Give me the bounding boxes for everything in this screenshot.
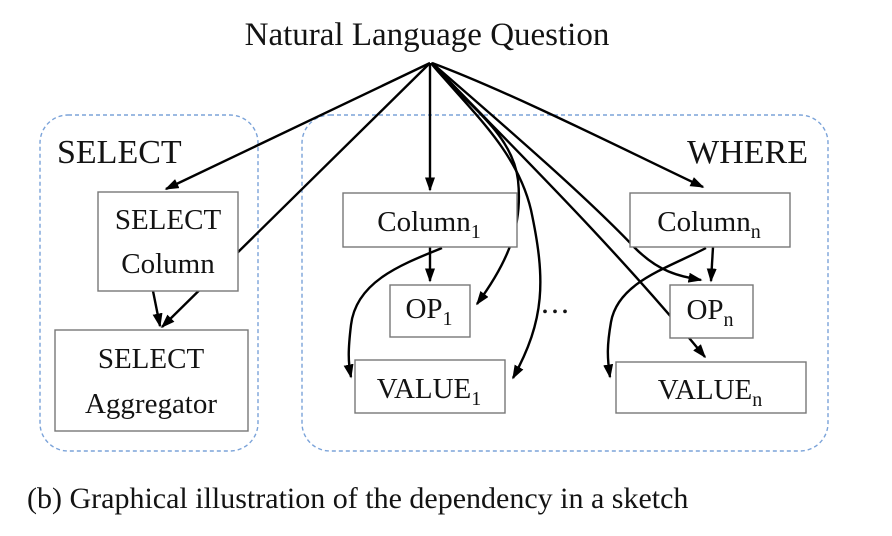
node-box xyxy=(97,191,239,292)
node-label-group: VALUEn xyxy=(658,374,763,411)
edge-nlq-select-column xyxy=(164,61,431,191)
node-label: Column xyxy=(377,206,471,238)
select-group-box xyxy=(39,114,259,452)
node-label-group: OPn xyxy=(686,294,733,331)
node-subscript: n xyxy=(752,389,762,411)
edge-columnN-valueN xyxy=(603,246,707,379)
select-group-label: SELECT xyxy=(57,134,182,171)
node-label-group: Columnn xyxy=(657,206,760,243)
node-box xyxy=(342,192,518,248)
node-value-1: VALUE1 xyxy=(354,359,506,414)
node-select-aggregator: SELECT Aggregator xyxy=(54,329,249,432)
node-box xyxy=(629,192,791,248)
node-label: VALUE xyxy=(377,373,472,405)
where-group-box xyxy=(301,114,829,452)
node-label-group: OP1 xyxy=(405,293,452,330)
node-label: SELECT xyxy=(98,343,205,375)
node-op-1: OP1 xyxy=(389,284,471,338)
edge-selectcolumn-selectaggregator xyxy=(151,290,163,328)
diagram-title: Natural Language Question xyxy=(245,17,610,53)
node-value-n: VALUEn xyxy=(615,361,807,414)
node-box xyxy=(669,284,754,339)
node-column-n: Columnn xyxy=(629,192,791,248)
node-box xyxy=(54,329,249,432)
edge-nlq-columnN xyxy=(431,61,705,189)
node-box xyxy=(615,361,807,414)
edge-nlq-opN xyxy=(431,62,703,283)
node-label: Column xyxy=(121,248,215,280)
edge-nlq-valueN xyxy=(431,62,706,359)
edge-column1-value1 xyxy=(343,246,443,379)
node-box xyxy=(354,359,506,414)
node-op-n: OPn xyxy=(669,284,754,339)
node-subscript: n xyxy=(724,309,734,331)
node-label-group: Column1 xyxy=(377,206,480,243)
edge-columnN-opN xyxy=(706,246,717,283)
node-subscript: 1 xyxy=(471,221,481,243)
where-group-label: WHERE xyxy=(687,134,808,171)
node-subscript: 1 xyxy=(471,388,481,410)
figure-caption: (b) Graphical illustration of the depend… xyxy=(27,482,688,515)
node-label: OP xyxy=(686,294,723,326)
node-label: Column xyxy=(657,206,751,238)
node-label: OP xyxy=(405,293,442,325)
edge-nlq-value1 xyxy=(430,62,542,380)
node-subscript: 1 xyxy=(443,308,453,330)
ellipsis-text: ... xyxy=(541,284,571,320)
node-select-column: SELECT Column xyxy=(97,191,239,292)
node-label: Aggregator xyxy=(85,388,217,420)
node-column-1: Column1 xyxy=(342,192,518,248)
node-label-group: VALUE1 xyxy=(377,373,482,410)
node-subscript: n xyxy=(751,221,761,243)
node-box xyxy=(389,284,471,338)
node-label: VALUE xyxy=(658,374,753,406)
node-label: SELECT xyxy=(115,204,222,236)
